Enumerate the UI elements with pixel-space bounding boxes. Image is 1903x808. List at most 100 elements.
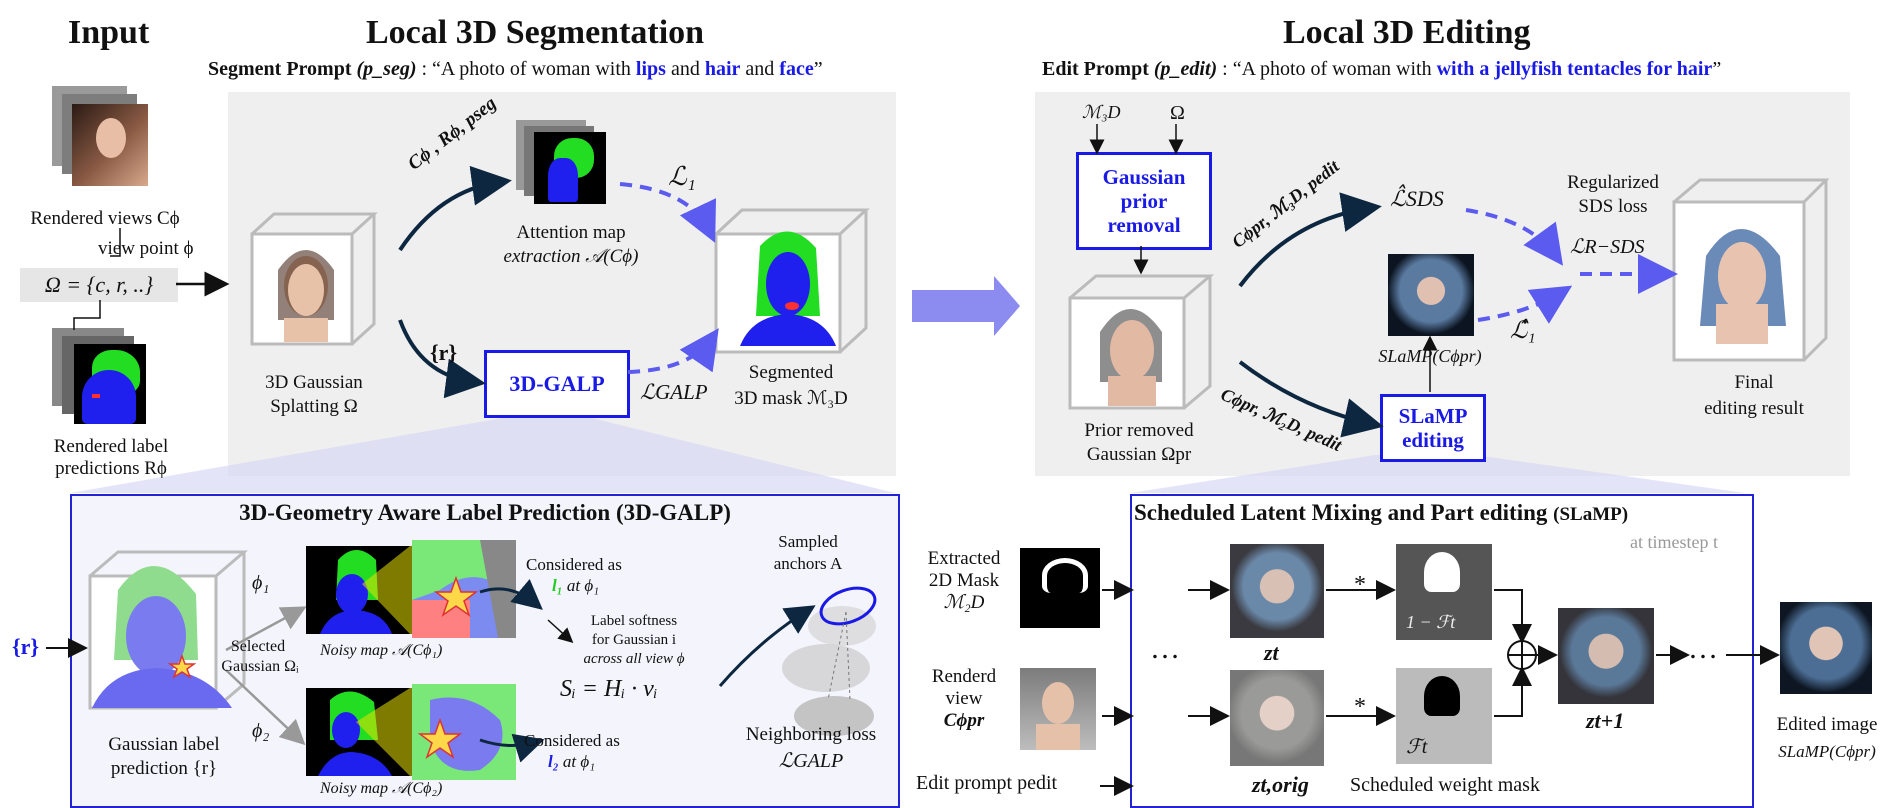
gs-label-1: 3D Gaussian: [265, 372, 363, 393]
selected-label-2: Gaussian Ωᵢ: [221, 658, 299, 675]
considered-2-l2: l₂: [548, 752, 559, 772]
arrow-to-slamp: [1238, 360, 1384, 438]
sampled-anchors: [782, 586, 877, 736]
edited-image: [1780, 602, 1872, 694]
zt1-image: [1558, 608, 1654, 704]
slamp-box-line-1: SLaMP: [1398, 403, 1468, 428]
label-prediction-image: [74, 344, 146, 424]
dots-left: …: [1150, 632, 1180, 665]
rendered-view-image: [1020, 668, 1096, 750]
big-transition-arrow: [912, 276, 1020, 336]
selected-label-1: Selected: [230, 638, 286, 655]
star-bottom: *: [1354, 694, 1366, 720]
lsds-label: ℒ̂SDS: [1390, 186, 1444, 211]
softness-formula: Sᵢ = Hᵢ · vᵢ: [560, 676, 658, 702]
one-minus-f-label: 1 − ℱt: [1406, 612, 1456, 632]
segment-prompt-end: ”: [813, 58, 823, 80]
rendered-line-3: Cϕpr: [943, 709, 985, 731]
attention-map-image: [534, 132, 606, 204]
attention-label-2: extraction 𝒜(Cϕ): [503, 246, 639, 267]
m3d-input: ℳ₃D: [1082, 102, 1121, 122]
timestep-label: at timestep t: [1630, 532, 1718, 552]
f-mask-label: ℱt: [1406, 736, 1428, 758]
considered-2-at: at ϕ₁: [558, 752, 596, 772]
segment-word-face: face: [779, 58, 814, 80]
regularized-label-1: Regularized: [1567, 172, 1659, 193]
galp-box-label: 3D-GALP: [509, 371, 605, 396]
attention-label-1: Attention map: [516, 222, 626, 243]
regularized-label-2: SDS loss: [1578, 196, 1648, 217]
galp-zoom-projection: [70, 415, 895, 493]
segment-prompt-label: Segment Prompt: [208, 58, 352, 80]
galp-panel-title: 3D-Geometry Aware Label Prediction (3D-G…: [239, 500, 731, 525]
extracted-line-3: ℳ₂D: [943, 591, 985, 613]
mask-to-sum-top: [1494, 589, 1532, 644]
title-input: Input: [68, 14, 150, 51]
noisy-map-2-label: Noisy map 𝒜(Cϕ₂): [320, 780, 443, 797]
gaussian-label-text-1: Gaussian label: [108, 734, 220, 755]
edit-prompt-prefix: : “A photo of woman with: [1222, 58, 1437, 80]
galp-r-input: {r}: [12, 634, 40, 659]
slamp-panel-title: Scheduled Latent Mixing and Part editing…: [1134, 500, 1628, 526]
segment-prompt-symbol: (p_seg): [356, 58, 417, 80]
rendered-views-stack: [52, 86, 182, 196]
softness-line-1: Label softness: [590, 613, 678, 629]
sum-operator-icon: [1507, 640, 1537, 670]
edit-prompt-end: ”: [1712, 58, 1722, 80]
omega-set-box: Ω = {c, r, ..}: [20, 268, 178, 302]
prior-box-line-1: Gaussian: [1102, 164, 1186, 189]
edited-label-1: Edited image: [1776, 714, 1878, 735]
omega-input: Ω: [1170, 102, 1185, 124]
one-minus-f-mask: [1396, 544, 1492, 640]
sampled-label-2: anchors A: [773, 554, 843, 573]
to-considered-2: [479, 733, 545, 763]
zt-label: zt: [1264, 640, 1279, 665]
dots-right: …: [1688, 632, 1718, 665]
title-editing: Local 3D Editing: [1283, 14, 1531, 51]
rendered-line-1: Renderd: [931, 666, 997, 687]
softness-line-2: for Gaussian i: [591, 631, 677, 648]
rendered-view-text: Renderd view Cϕpr: [914, 666, 1014, 732]
final-result-cube: [1670, 176, 1830, 366]
prior-removed-label-1: Prior removed: [1084, 420, 1194, 441]
sampled-label-1: Sampled: [778, 532, 838, 551]
segment-and-1: and: [665, 58, 705, 80]
to-anchors-arrow: [718, 605, 816, 687]
phi1-arrow: [225, 606, 307, 652]
slamp-title-abbr: (SLaMP): [1553, 504, 1629, 525]
slamp-title-text: Scheduled Latent Mixing and Part editing: [1134, 500, 1548, 525]
arrow-to-galp: [398, 319, 486, 399]
phi2-arrow: [225, 669, 306, 746]
phi2-label: ϕ₂: [252, 720, 270, 742]
considered-1-line-b: l₁ at ϕ₁: [526, 575, 622, 596]
omega-set: Ω = {c, r, ..}: [44, 272, 154, 297]
slamp-box-line-2: editing: [1402, 428, 1464, 452]
segment-and-2: and: [740, 58, 780, 80]
segmented-cube-outline: [714, 208, 870, 354]
prior-removed-label-2: Gaussian Ωpr: [1086, 444, 1192, 465]
phi1-label: ϕ₁: [252, 572, 270, 594]
considered-2-line-a: Considered as: [524, 731, 620, 750]
galp-box: 3D-GALP: [484, 350, 630, 418]
prior-removed-cube: [1066, 272, 1216, 412]
rendered-labels-stack: [52, 328, 182, 428]
final-label-1: Final: [1734, 372, 1774, 393]
final-cube-outline: [1672, 178, 1830, 362]
dashed-l1hat-arrow: [1477, 285, 1573, 324]
gs-label-2: Splatting Ω: [270, 396, 358, 417]
star-top: *: [1354, 572, 1366, 598]
weight-mask-label: Scheduled weight mask: [1350, 774, 1540, 796]
mask-to-sum-bottom: [1494, 666, 1532, 717]
extracted-mask-text: Extracted 2D Mask ℳ₂D: [914, 548, 1014, 614]
considered-1-line-a: Considered as: [526, 555, 622, 574]
edit-prompt-highlight: with a jellyfish tentacles for hair: [1436, 58, 1713, 80]
prior-box-line-3: removal: [1107, 213, 1181, 238]
final-label-2: editing result: [1704, 398, 1804, 419]
rendered-view-face-image: [72, 104, 148, 186]
noisy-map-2: [306, 684, 516, 780]
lrsds-label: ℒR−SDS: [1570, 236, 1645, 258]
noisy-map-1: [306, 540, 516, 638]
view-point-label: view point ϕ: [98, 238, 194, 259]
